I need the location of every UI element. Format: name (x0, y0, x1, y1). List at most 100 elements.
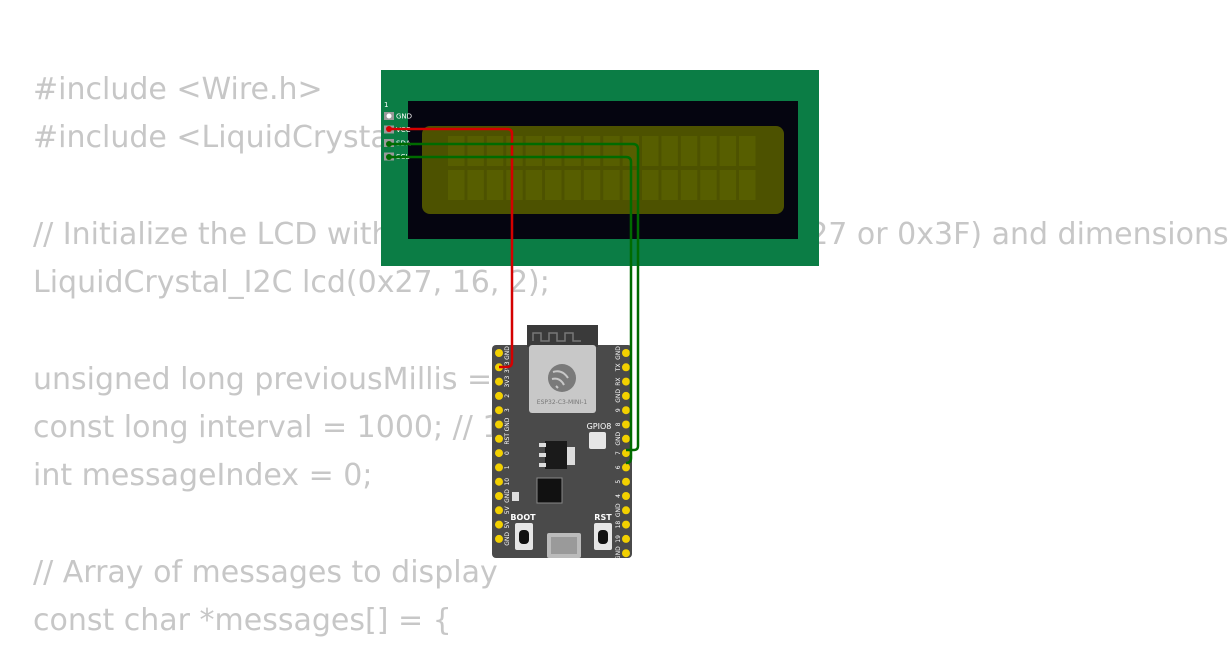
esp32-pin[interactable] (495, 420, 503, 429)
code-line: #include <Wire.h> (33, 72, 323, 107)
lcd-cell (700, 136, 717, 166)
lcd-cell (545, 136, 562, 166)
esp32-pin[interactable] (622, 406, 630, 415)
esp32-pin-label: 7 (615, 451, 622, 455)
esp32-pin-label: RX (615, 377, 622, 385)
esp-module-label: ESP32-C3-MINI-1 (537, 399, 588, 406)
lcd-cell (661, 136, 678, 166)
regulator-pin-2 (539, 453, 546, 457)
esp32-pin[interactable] (622, 534, 630, 543)
code-line: // Array of messages to display (33, 554, 498, 590)
wire-scl-to-gpio[interactable] (389, 155, 633, 465)
esp32-pin[interactable] (495, 349, 503, 357)
esp32-pin-label: 18 (615, 521, 622, 529)
esp32-pin[interactable] (622, 463, 630, 472)
esp32-pin[interactable] (495, 377, 503, 386)
lcd-cell (603, 136, 620, 166)
lcd-cell (564, 170, 581, 200)
esp32-c3-board[interactable]: ESP32-C3-MINI-1 GPIO8 BOOT RST GND3V33V3… (492, 325, 632, 560)
esp32-pin[interactable] (622, 377, 630, 386)
esp32-pin[interactable] (495, 520, 503, 529)
esp32-pin[interactable] (495, 449, 503, 458)
esp32-pin-label: 1 (504, 465, 511, 469)
esp32-pin-label: 5V (504, 520, 511, 529)
esp32-pin-label: 4 (615, 494, 622, 498)
lcd-cell (448, 170, 465, 200)
esp32-pin[interactable] (495, 506, 503, 515)
esp32-pin[interactable] (622, 349, 630, 357)
lcd-cell (680, 136, 698, 166)
esp32-pin[interactable] (495, 477, 503, 486)
esp32-pin-label: 9 (615, 408, 622, 412)
lcd-cell (564, 136, 581, 166)
esp32-pin-label: GND (615, 546, 622, 560)
espressif-logo-mark (551, 370, 569, 389)
lcd-cell (739, 170, 756, 200)
esp32-pin[interactable] (622, 391, 630, 400)
lcd-cell (525, 136, 543, 166)
esp32-pin-label: 8 (615, 422, 622, 426)
esp32-pin-label: RST (504, 433, 511, 445)
esp32-pin[interactable] (495, 534, 503, 543)
boot-button-cap (519, 530, 529, 544)
esp32-pin-label: TX (615, 363, 622, 372)
gpio8-led (589, 432, 606, 449)
esp32-pin-label: GND (504, 489, 511, 503)
esp32-pin[interactable] (622, 520, 630, 529)
esp32-pin[interactable] (622, 506, 630, 515)
usb-port-inner (551, 537, 577, 554)
rst-button-cap (598, 530, 608, 544)
lcd-cell (700, 170, 717, 200)
regulator-tab (567, 447, 575, 465)
esp32-pin[interactable] (622, 363, 630, 372)
lcd-cell (448, 136, 465, 166)
esp32-pin-label: 5 (615, 480, 622, 484)
esp32-pin[interactable] (622, 477, 630, 486)
lcd-cell (486, 170, 504, 200)
esp32-pin-label: GND (504, 346, 511, 360)
antenna (527, 325, 598, 347)
esp32-pin-label: 3 (504, 408, 511, 412)
esp32-pin[interactable] (495, 434, 503, 443)
esp32-pin[interactable] (622, 549, 630, 558)
lcd-pin-header-number: 1 (384, 101, 388, 109)
wire-end-vcc (386, 126, 392, 132)
esp32-pin-label: 19 (615, 535, 622, 543)
esp32-pin-label: 3V3 (504, 376, 511, 388)
esp32-pin[interactable] (622, 492, 630, 500)
lcd-pin-label: GND (396, 113, 412, 121)
lcd-cell (719, 170, 737, 200)
esp32-pin[interactable] (495, 406, 503, 415)
esp32-pin[interactable] (622, 434, 630, 443)
regulator-pin-1 (539, 443, 546, 447)
lcd-cell (506, 136, 523, 166)
lcd-cell (680, 170, 698, 200)
voltage-regulator (545, 441, 567, 469)
esp32-pin-label: GND (615, 389, 622, 403)
lcd-cell (525, 170, 543, 200)
esp32-pin[interactable] (495, 463, 503, 472)
esp32-pin-label: 0 (504, 451, 511, 455)
wire-end-scl (386, 154, 392, 160)
wire-vcc-to-3v3[interactable] (389, 127, 514, 369)
wire-sda-to-gpio[interactable] (389, 142, 640, 452)
esp32-pin[interactable] (622, 420, 630, 429)
esp32-pin-label: GND (504, 417, 511, 431)
lcd-cell (603, 170, 620, 200)
esp32-pin[interactable] (495, 391, 503, 400)
lcd-cell (486, 136, 504, 166)
esp32-pin[interactable] (495, 492, 503, 500)
esp32-pin-label: 10 (504, 478, 511, 486)
esp32-pin-label: 6 (615, 465, 622, 469)
lcd-cell (583, 170, 601, 200)
lcd-cell (642, 136, 659, 166)
lcd-cell (642, 170, 659, 200)
esp32-pin-label: 2 (504, 394, 511, 398)
esp32-pin-label: GND (615, 346, 622, 360)
lcd-cell (506, 170, 523, 200)
wire-end-sda (386, 141, 392, 147)
rst-label: RST (594, 513, 612, 522)
